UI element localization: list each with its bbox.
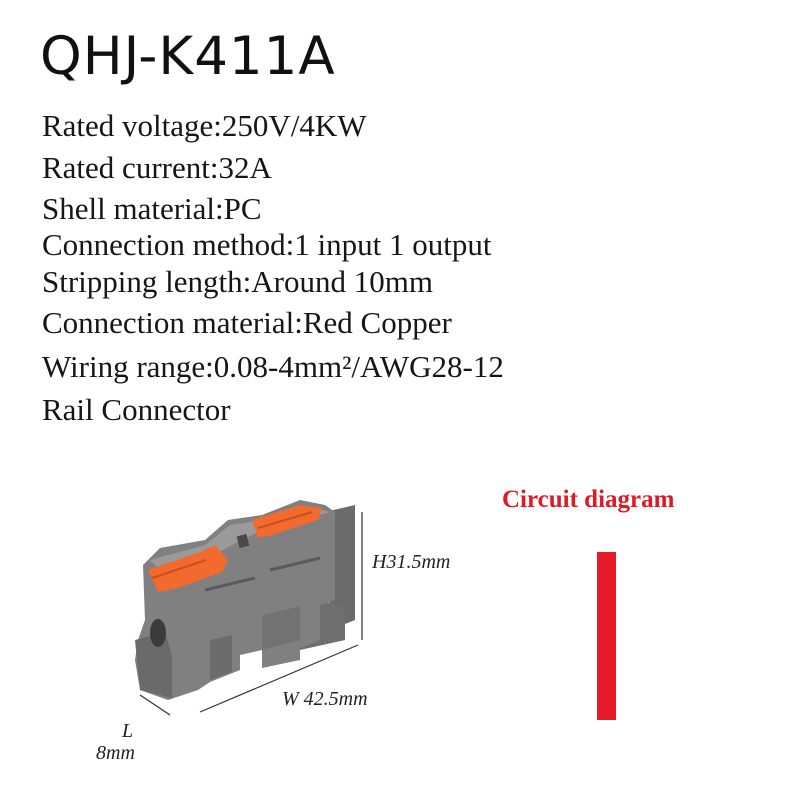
orange-lever-left (148, 545, 228, 592)
product-title: QHJ-K411A (40, 26, 336, 87)
spec-rated-current: Rated current:32A (42, 150, 272, 185)
spec-wiring-range: Wiring range:0.08-4mm²/AWG28-12 (42, 349, 504, 384)
spec-shell-material: Shell material:PC (42, 191, 262, 226)
spec-stripping-length: Stripping length:Around 10mm (42, 264, 433, 299)
length-dimension-line (139, 694, 171, 716)
connector-body (135, 500, 355, 700)
spec-connection-material: Connection material:Red Copper (42, 305, 452, 340)
orange-lever-right (252, 505, 322, 538)
length-label: L (122, 720, 134, 742)
width-dimension-line (199, 644, 359, 713)
spec-rated-voltage: Rated voltage:250V/4KW (42, 108, 367, 143)
width-label: W 42.5mm (282, 688, 368, 710)
height-label: H31.5mm (372, 551, 451, 573)
circuit-diagram-title: Circuit diagram (502, 486, 675, 513)
spec-rail-connector: Rail Connector (42, 392, 231, 427)
spec-connection-method: Connection method:1 input 1 output (42, 227, 492, 262)
length-value: 8mm (96, 742, 135, 764)
circuit-diagram-bar (597, 552, 616, 720)
